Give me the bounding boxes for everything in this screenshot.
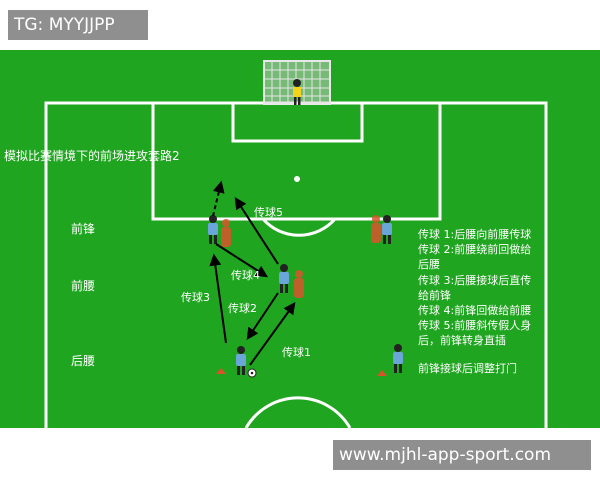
note-line: 后，前锋转身直插: [418, 333, 506, 347]
dummy-forward-right: [371, 215, 381, 243]
label-pass4: 传球4: [231, 268, 260, 282]
cone-right: [377, 370, 387, 376]
player-back-left: [236, 346, 246, 375]
note-line: 传球 4:前锋回做给前腰: [418, 303, 531, 317]
note-line: 传球 5:前腰斜传假人身: [418, 318, 531, 332]
goalkeeper: [293, 79, 301, 105]
ball: [247, 368, 257, 378]
cone-left: [216, 368, 226, 374]
watermark-bottom: www.mjhl-app-sport.com: [333, 440, 591, 470]
arrow-pass4: [215, 243, 269, 278]
label-pass2: 传球2: [228, 301, 257, 315]
watermark-top: TG: MYYJJPP: [8, 10, 148, 40]
label-pass3: 传球3: [181, 290, 210, 304]
penalty-arc: [261, 218, 337, 237]
diagram-title: 模拟比赛情境下的前场进攻套路2: [4, 148, 180, 163]
player-mid: [279, 264, 289, 293]
center-circle-arc: [244, 396, 352, 428]
notes: 传球 1:后腰向前腰传球 传球 2:前腰绕前回做给 后腰 传球 3:后腰接球后直…: [418, 227, 531, 375]
note-line: 前锋接球后调整打门: [418, 361, 517, 375]
note-line: 传球 1:后腰向前腰传球: [418, 227, 531, 241]
arrow-run: [212, 180, 225, 217]
note-line: 后腰: [418, 258, 440, 271]
player-back-right: [393, 344, 403, 373]
arrow-pass1: [249, 302, 296, 366]
arrow-pass3: [209, 253, 227, 344]
pitch-diagram: 前锋 前腰 后腰 模拟比赛情境下的前场进攻套路2: [0, 50, 600, 428]
cones: [216, 368, 387, 376]
row-label-forward: 前锋: [71, 221, 95, 236]
label-pass5: 传球5: [254, 205, 283, 219]
dummy-defenders: [221, 215, 381, 298]
row-label-back: 后腰: [71, 354, 95, 368]
row-label-mid: 前腰: [71, 278, 95, 293]
pass-arrows: [209, 180, 296, 366]
penalty-spot: [294, 176, 300, 182]
player-forward-left: [208, 215, 218, 244]
note-line: 传球 2:前腰绕前回做给: [418, 242, 531, 256]
label-pass1: 传球1: [282, 345, 311, 359]
pitch-background: [0, 50, 600, 428]
arrow-pass2: [246, 292, 279, 340]
note-line: 给前锋: [418, 288, 451, 302]
arrow-pass5: [234, 196, 279, 265]
player-forward-right: [382, 215, 392, 244]
dummy-forward-left: [221, 219, 231, 247]
pass-labels: 传球5 传球4 传球3 传球2 传球1: [181, 205, 311, 359]
note-line: 传球 3:后腰接球后直传: [418, 273, 531, 287]
dummy-mid: [294, 270, 304, 298]
players: [208, 215, 403, 378]
